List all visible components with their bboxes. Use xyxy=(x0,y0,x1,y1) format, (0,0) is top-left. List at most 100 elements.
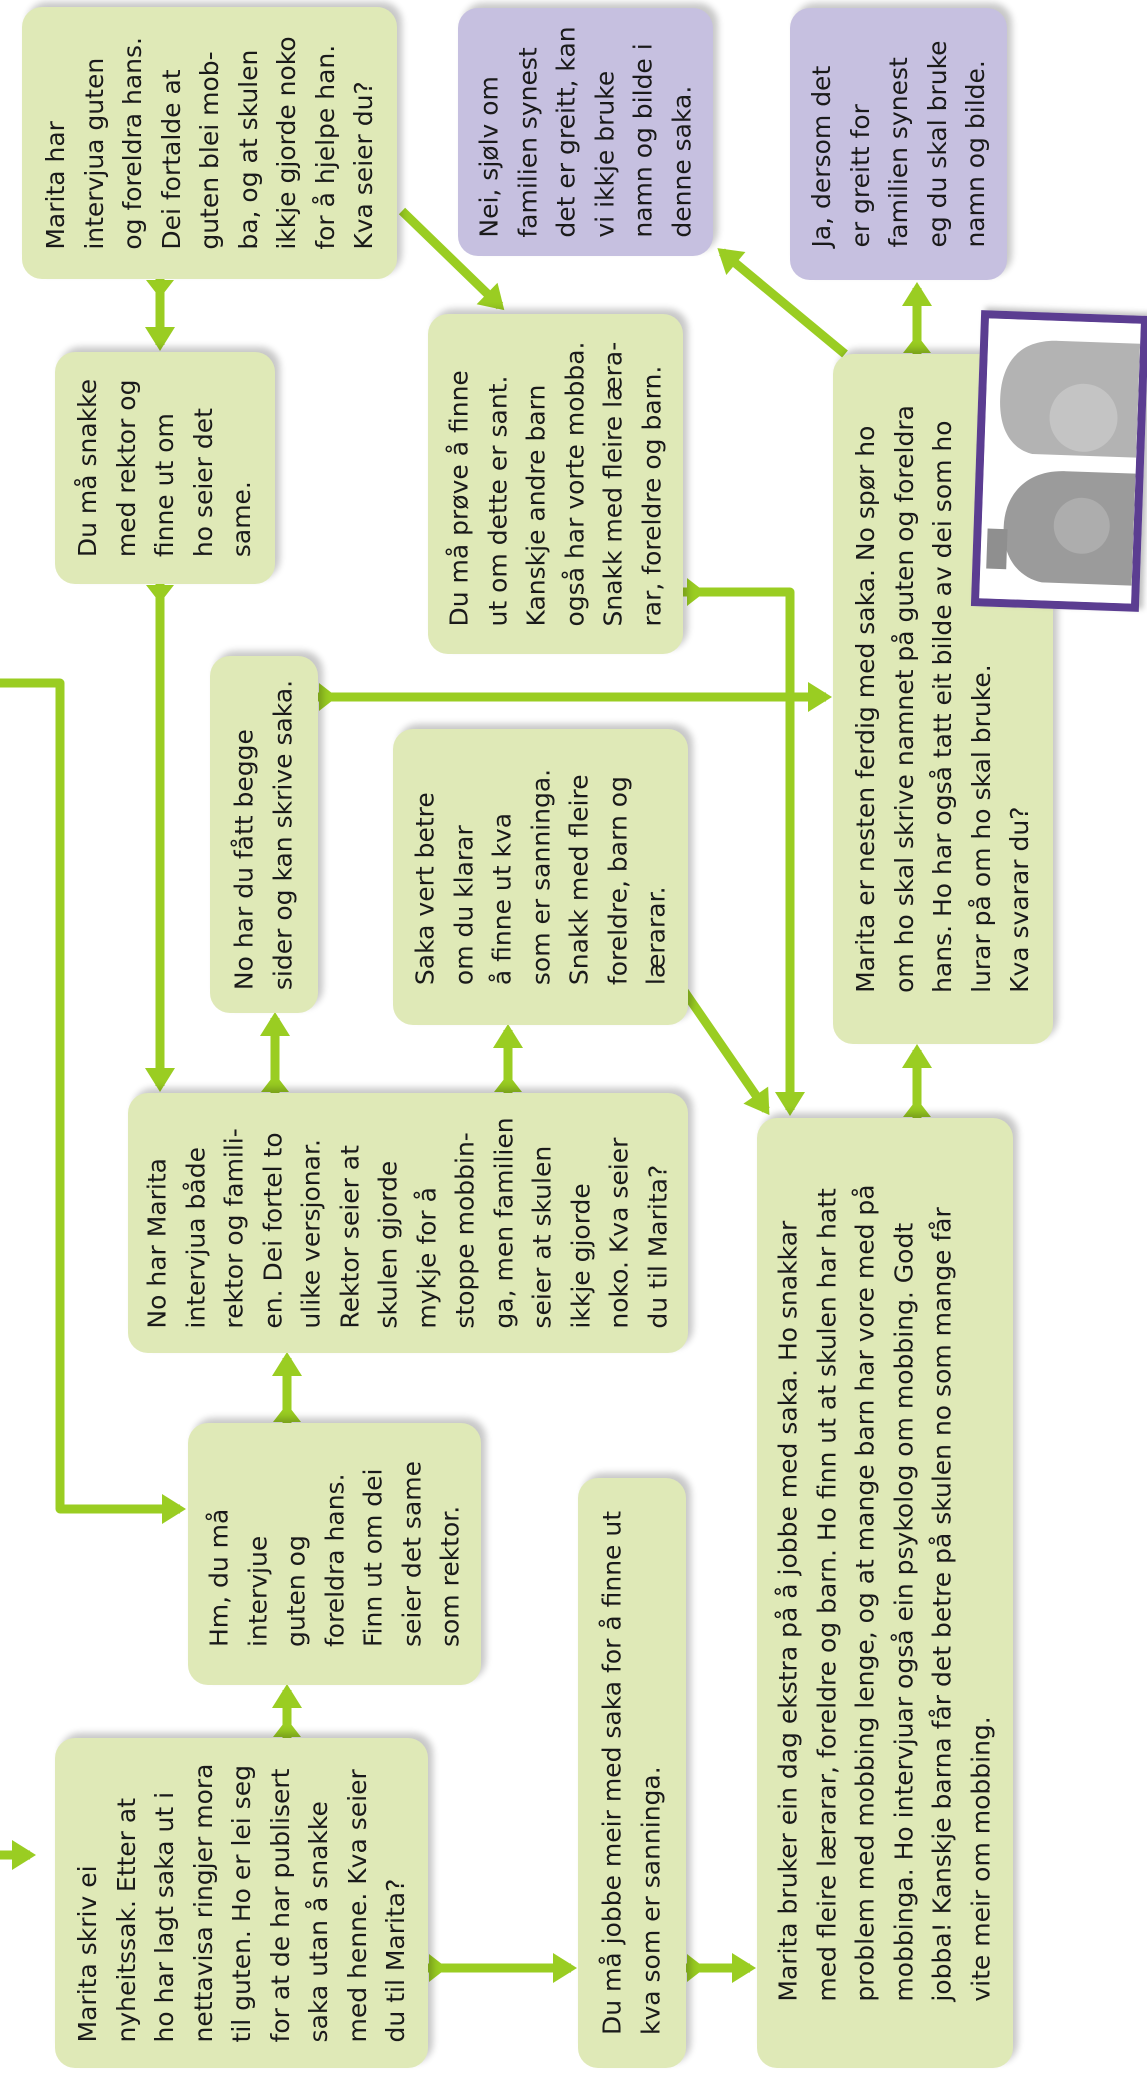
node-text-line: denne saka. xyxy=(666,85,696,238)
node-text-line: rektor og famili- xyxy=(219,1128,249,1329)
connector-tab xyxy=(261,1074,289,1092)
node-text-line: Du må prøve å finne xyxy=(444,370,473,627)
node-extra-day: Marita bruker ein dag ekstra på å jobbe … xyxy=(757,1118,1013,2068)
node-text-line: som rektor. xyxy=(434,1505,464,1648)
node-text-line: No har du fått begge xyxy=(229,728,259,990)
node-text-line: å finne ut kva xyxy=(486,812,516,986)
connector-tab xyxy=(146,280,174,298)
node-text-line: Marita er nesten ferdig med saka. No spø… xyxy=(850,425,880,993)
arrowhead-versions-to-both-sides xyxy=(260,1012,290,1036)
arrow-family-to-find xyxy=(398,207,504,310)
node-work-more: Du må jobbe meir med saka for å finne ut… xyxy=(578,1478,686,2068)
arrowhead-work-to-extra xyxy=(732,1953,756,1983)
node-text-line: Marita skriv ei xyxy=(72,1865,102,2043)
connector-tab xyxy=(319,683,337,711)
node-text-line: ikkje gjorde xyxy=(566,1183,595,1329)
connector-tab xyxy=(687,578,705,606)
node-text-line: er greitt for xyxy=(844,104,874,248)
node-text-line: skulen gjorde xyxy=(373,1160,403,1329)
arrowhead-find-to-extra xyxy=(775,1092,805,1116)
arrowhead-start-to-interview xyxy=(272,1684,302,1708)
node-text-line: om ho skal skrive namnet på guten og for… xyxy=(889,405,919,993)
node-text-line: noko. Kva seier xyxy=(604,1137,634,1329)
node-text-line: eg du skal bruke xyxy=(921,40,951,248)
node-text-line: med fleire lærarar, foreldre og barn. Ho… xyxy=(812,1188,841,2002)
node-text-line: lærarar. xyxy=(640,886,670,986)
node-text-line: Marita bruker ein dag ekstra på å jobbe … xyxy=(773,1220,803,2002)
node-text-line: Snakk med fleire lærа- xyxy=(598,341,627,627)
node-text-line: Marita har xyxy=(40,121,70,250)
node-text-line: saka utan å snakke xyxy=(303,1801,333,2043)
node-text-line: mobbinga. Ho intervjuar også ein psykolo… xyxy=(889,1222,918,2002)
node-text-line: Kva seier du? xyxy=(348,81,378,250)
node-text-line: det er greitt, kan xyxy=(551,26,580,238)
node-text-line: intervjua både xyxy=(181,1147,210,1329)
arrowhead-almost-to-yes xyxy=(902,282,932,306)
node-text-line: Finn ut om dei xyxy=(357,1468,387,1648)
node-text-line: ho seier det xyxy=(188,408,218,558)
node-text-line: namn og bilde. xyxy=(960,60,990,248)
arrowhead-better-to-extra xyxy=(743,1086,770,1115)
node-text-line: for å hjelpe han. xyxy=(309,44,339,250)
connector-tab xyxy=(494,1074,522,1092)
arrowhead-interview-to-versions xyxy=(272,1352,302,1376)
connector-tab xyxy=(903,1099,931,1117)
node-text-line: Nei, sjølv om xyxy=(474,76,503,238)
arrow-almost-to-no xyxy=(719,248,848,358)
node-text-line: problem med mobbing lenge, og at mange b… xyxy=(850,1184,880,2002)
node-text-line: intervjue xyxy=(242,1535,272,1648)
node-text-line: Rektor seier at xyxy=(335,1145,364,1329)
node-text-line: familien synest xyxy=(883,57,913,248)
node-text-line: guten blei mob- xyxy=(194,51,224,250)
arrowhead-family-to-find xyxy=(476,282,505,311)
node-text-line: ba, og at skulen xyxy=(232,49,262,250)
node-text-line: Snakk med fleire xyxy=(563,774,593,986)
arrow-better-to-extra xyxy=(676,982,770,1113)
node-text-line: guten og xyxy=(280,1535,310,1648)
node-text-line: du til Marita? xyxy=(380,1878,410,2043)
node-text-line: også har vorte mobba. xyxy=(559,341,589,627)
connector-tab xyxy=(273,1719,301,1737)
connector-tab xyxy=(273,1404,301,1422)
arrow-find-to-extra xyxy=(683,587,795,1110)
node-text-line: kva som er sanninga. xyxy=(636,1766,665,2036)
arrow-left-incoming xyxy=(0,678,180,1514)
node-text: Saka vert betre om du klarar å finne ut kv… xyxy=(406,769,676,985)
node-text-line: Saka vert betre xyxy=(409,792,439,986)
node-text-line: du til Marita? xyxy=(643,1164,672,1329)
node-text-line: Hm, du må xyxy=(203,1508,233,1648)
node-text-line: rar, foreldre og barn. xyxy=(636,365,666,627)
connector-tab xyxy=(429,1954,447,1982)
arrowhead-almost-to-no xyxy=(717,248,746,276)
node-text-line: vite meir om mobbing. xyxy=(966,1716,995,2002)
family-photo xyxy=(970,310,1147,612)
arrowhead-both-sides-to-almost xyxy=(808,682,832,712)
node-story-better: Saka vert betre om du klarar å finne ut kv… xyxy=(393,729,688,1025)
node-text-line: Du må jobbe meir med saka for å finne ut xyxy=(597,1510,627,2036)
connector-tab xyxy=(687,1954,705,1982)
arrowhead-versions-to-better xyxy=(493,1024,523,1048)
node-text-line: ho har lagt saka ut i xyxy=(149,1791,179,2043)
node-text-line: Dei fortalde at xyxy=(155,69,185,250)
connector-tab xyxy=(903,335,931,353)
node-text-line: nettavisa ringjer mora xyxy=(187,1763,217,2043)
node-text-line: som er sanninga. xyxy=(525,768,555,986)
arrowhead-start-out xyxy=(12,1840,36,1870)
node-text-line: familien synest xyxy=(512,47,542,238)
node-text-line: ut om dette er sant. xyxy=(482,375,512,627)
node-text-line: en. Dei fortel to xyxy=(258,1132,287,1329)
node-text-line: om du klarar xyxy=(448,825,478,986)
